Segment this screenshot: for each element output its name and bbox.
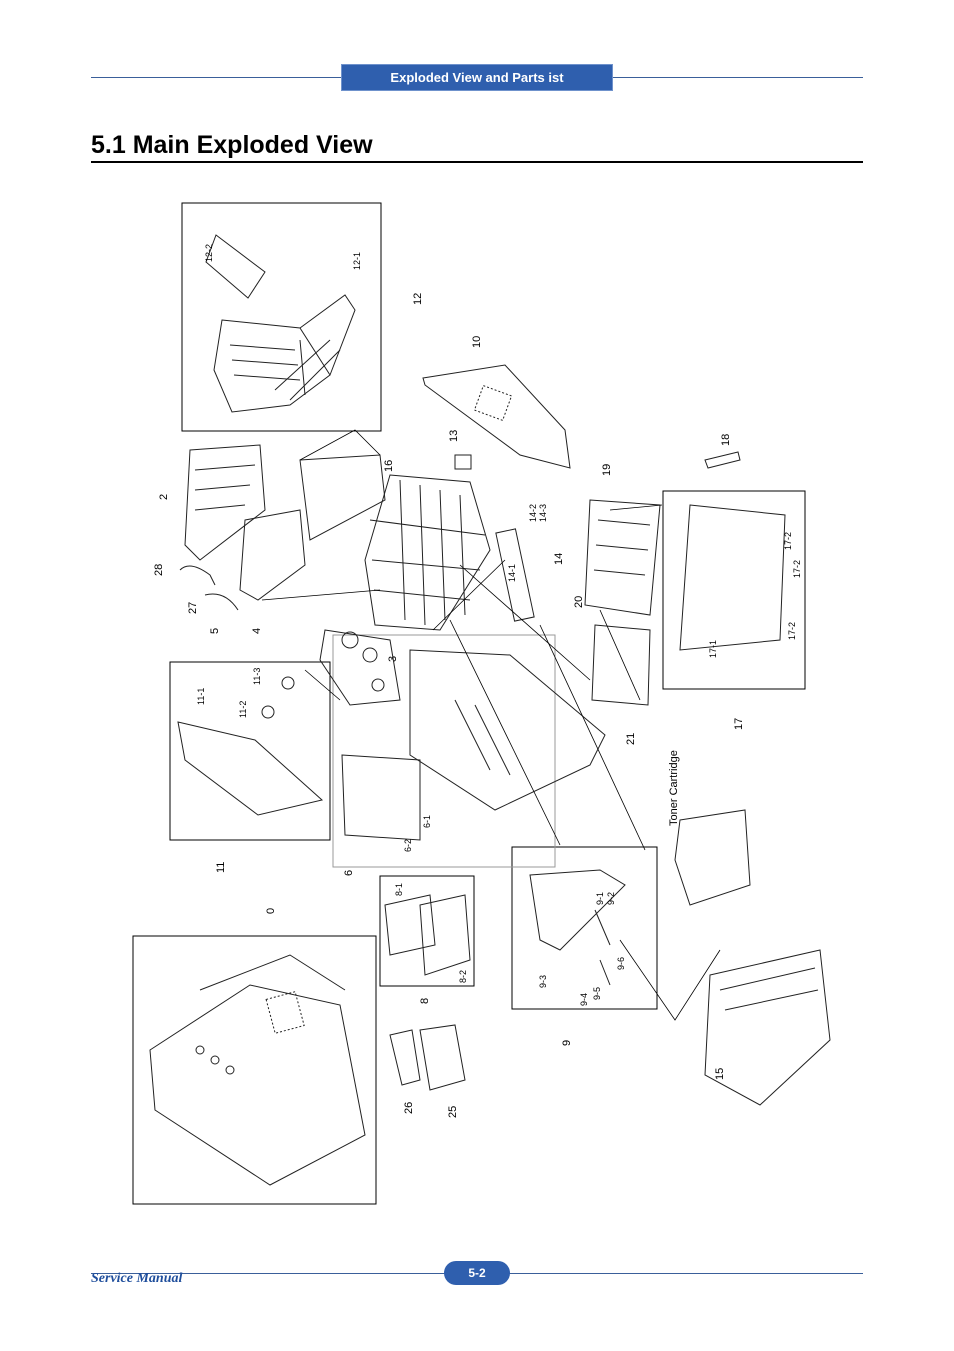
callout-17: 17 bbox=[733, 718, 745, 730]
page-title: 5.1 Main Exploded View bbox=[91, 131, 373, 159]
callout-6-1: 6-1 bbox=[422, 815, 432, 828]
section-tab: Exploded View and Parts ist bbox=[341, 64, 613, 91]
frame-11 bbox=[169, 661, 331, 841]
callout-9-4: 9-4 bbox=[579, 993, 589, 1006]
callout-11-3: 11-3 bbox=[252, 668, 262, 685]
callout-20: 20 bbox=[573, 596, 585, 608]
part-13 bbox=[454, 454, 472, 470]
callout-16: 16 bbox=[383, 460, 395, 472]
part-25 bbox=[419, 1024, 466, 1091]
part-0-machine bbox=[149, 954, 366, 1186]
title-rule bbox=[91, 161, 863, 163]
callout-17-2a: 17-2 bbox=[783, 532, 793, 550]
frame-0 bbox=[132, 935, 377, 1205]
callout-9-2: 9-2 bbox=[606, 892, 616, 905]
callout-2: 2 bbox=[158, 494, 170, 500]
part-16-frame bbox=[299, 454, 491, 631]
callout-12: 12 bbox=[412, 293, 424, 305]
part-2 bbox=[184, 444, 266, 561]
callout-9-5: 9-5 bbox=[592, 987, 602, 1000]
callout-12-2: 12-2 bbox=[204, 244, 214, 262]
part-8 bbox=[384, 894, 471, 976]
callout-25: 25 bbox=[447, 1106, 459, 1118]
part-17 bbox=[679, 504, 786, 651]
callout-8-2: 8-2 bbox=[458, 970, 468, 983]
callout-8-1: 8-1 bbox=[394, 883, 404, 896]
frame-17 bbox=[662, 490, 806, 690]
callout-6-2: 6-2 bbox=[403, 839, 413, 852]
part-26 bbox=[389, 1029, 421, 1086]
callout-6: 6 bbox=[343, 870, 355, 876]
part-28 bbox=[179, 565, 216, 586]
callout-15: 15 bbox=[714, 1068, 726, 1080]
callout-14-1: 14-1 bbox=[507, 564, 517, 582]
callout-27: 27 bbox=[187, 602, 199, 614]
frame-9 bbox=[511, 846, 658, 1010]
callout-11: 11 bbox=[215, 862, 227, 873]
callout-18: 18 bbox=[720, 434, 732, 446]
callout-11-2: 11-2 bbox=[238, 701, 248, 718]
callout-14-2: 14-2 bbox=[528, 504, 538, 522]
part-11 bbox=[177, 676, 324, 816]
part-15 bbox=[704, 949, 831, 1106]
callout-9-1: 9-1 bbox=[595, 892, 605, 905]
callout-17-2c: 17-2 bbox=[787, 622, 797, 640]
callout-4: 4 bbox=[251, 628, 263, 634]
callout-8: 8 bbox=[419, 998, 431, 1004]
callout-28: 28 bbox=[153, 564, 165, 576]
part-21 bbox=[591, 624, 651, 706]
callout-17-1: 17-1 bbox=[708, 640, 718, 658]
callout-19: 19 bbox=[601, 464, 613, 476]
part-12 bbox=[205, 234, 356, 413]
part-18 bbox=[704, 451, 741, 469]
callout-14: 14 bbox=[553, 553, 565, 565]
part-5 bbox=[204, 593, 239, 611]
callout-9: 9 bbox=[561, 1040, 573, 1046]
callout-21: 21 bbox=[625, 733, 637, 745]
callout-0: 0 bbox=[265, 908, 277, 914]
part-14 bbox=[495, 528, 535, 622]
footer-page-number: 5-2 bbox=[444, 1261, 510, 1285]
callout-9-3: 9-3 bbox=[538, 975, 548, 988]
part-6 bbox=[341, 649, 606, 841]
callout-3: 3 bbox=[387, 656, 399, 662]
callout-14-3: 14-3 bbox=[538, 504, 548, 522]
toner-cartridge bbox=[674, 809, 751, 906]
callout-9-6: 9-6 bbox=[616, 957, 626, 970]
callout-toner: Toner Cartridge bbox=[668, 750, 680, 826]
callout-5: 5 bbox=[209, 628, 221, 634]
part-9 bbox=[529, 869, 626, 986]
frame-6 bbox=[332, 634, 556, 868]
part-10 bbox=[422, 364, 571, 469]
frame-12 bbox=[181, 202, 382, 432]
callout-11-1: 11-1 bbox=[196, 688, 206, 705]
part-4 bbox=[239, 509, 306, 601]
callout-12-1: 12-1 bbox=[352, 252, 362, 270]
callout-17-2b: 17-2 bbox=[792, 560, 802, 578]
footer-service-manual: Service Manual bbox=[91, 1271, 183, 1286]
callout-26: 26 bbox=[403, 1102, 415, 1114]
frame-8 bbox=[379, 875, 475, 987]
callout-10: 10 bbox=[471, 336, 483, 348]
part-19 bbox=[584, 499, 661, 616]
part-3 bbox=[319, 629, 401, 706]
callout-13: 13 bbox=[448, 430, 460, 442]
